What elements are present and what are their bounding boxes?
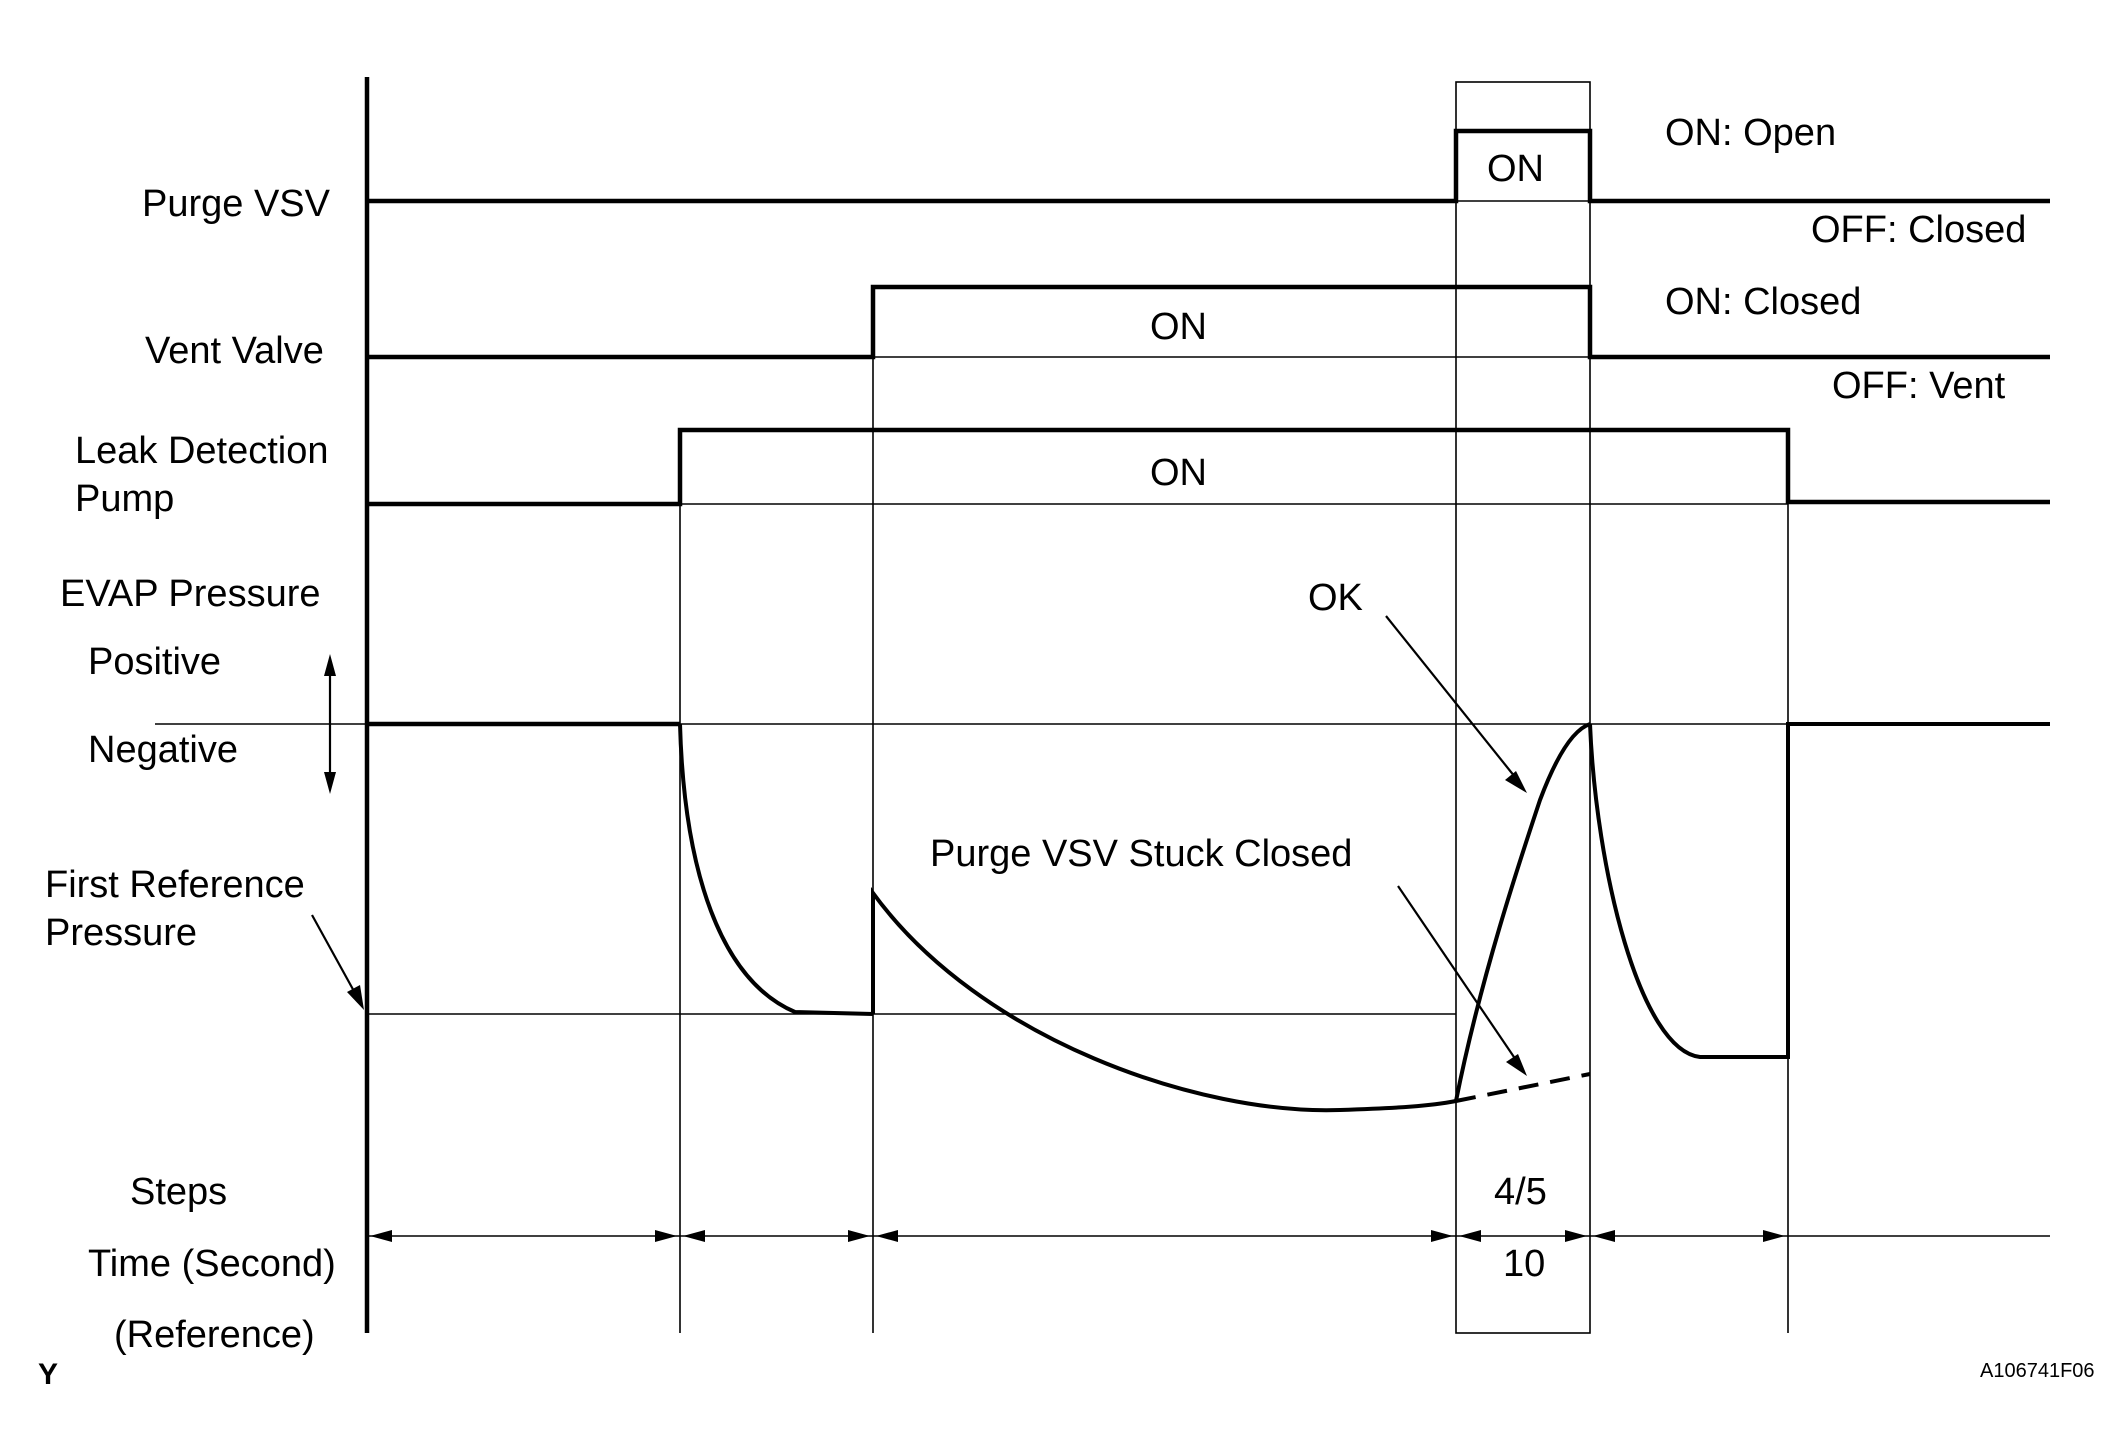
reference-label: (Reference) [114,1314,315,1356]
pump-trace [367,427,2050,507]
time-value: 10 [1503,1243,1545,1285]
purge-open-label: ON: Open [1665,112,1836,154]
evap-trace-pump-down [678,723,874,1016]
evap-trace-vent-closed [871,886,1457,1113]
positive-label: Positive [88,641,221,683]
time-dimension-arrows [367,1230,2050,1242]
stuck-closed-arrow [1397,885,1527,1076]
vent-valve-trace [367,284,2050,360]
pump-label-line2: Pump [75,478,174,520]
purge-vsv-trace [367,128,2050,204]
first-reference-arrow [311,914,364,1010]
evap-trace-stuck-closed [1455,1072,1591,1103]
evap-pressure-label: EVAP Pressure [60,573,321,615]
purge-closed-label: OFF: Closed [1811,209,2026,251]
purge-vsv-label: Purge VSV [142,183,331,225]
pump-label-line1: Leak Detection [75,430,329,472]
first-reference-label-line2: Pressure [45,912,197,954]
vent-vent-label: OFF: Vent [1832,365,2006,407]
negative-label: Negative [88,729,238,771]
evap-trace-ok-rise [1454,722,1591,1102]
steps-label: Steps [130,1171,227,1213]
ok-label: OK [1308,577,1363,619]
stuck-closed-label: Purge VSV Stuck Closed [930,833,1352,875]
step-value: 4/5 [1494,1171,1547,1213]
evap-trace-final-decay [1588,722,2050,1059]
ok-arrow [1385,615,1527,793]
first-reference-label-line1: First Reference [45,864,305,906]
corner-mark-right: A106741F06 [1980,1360,2095,1382]
vent-closed-label: ON: Closed [1665,281,1861,323]
pump-on-label: ON [1150,452,1207,494]
vent-valve-on-label: ON [1150,306,1207,348]
purge-vsv-on-label: ON [1487,148,1544,190]
time-label: Time (Second) [88,1243,336,1285]
step-4-5-window [1455,81,1591,1334]
vent-valve-label: Vent Valve [145,330,324,372]
corner-mark-left: Y [38,1358,58,1391]
